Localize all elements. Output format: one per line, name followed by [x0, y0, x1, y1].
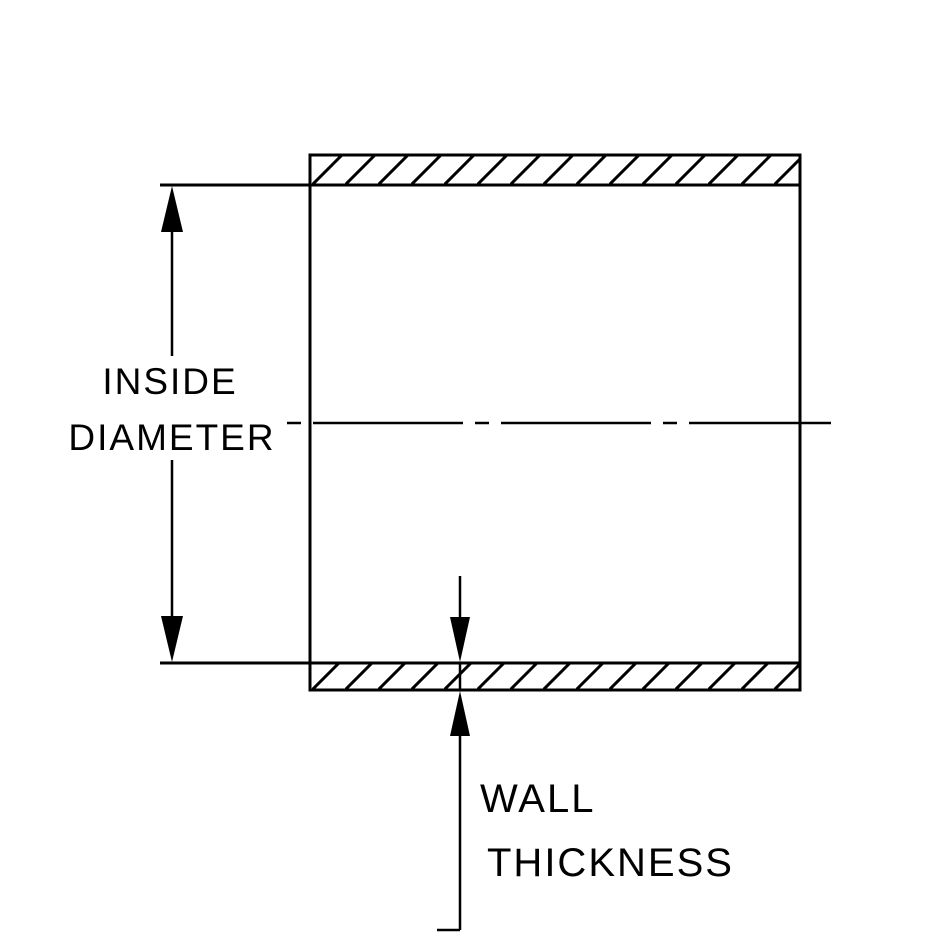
wall-thickness-label-line1: WALL [480, 777, 595, 821]
arrow-down-icon [450, 617, 470, 662]
arrow-up-icon [450, 691, 470, 736]
arrow-up-icon [161, 186, 183, 232]
tube-body [160, 153, 831, 692]
top-wall-hatch [310, 155, 800, 185]
bottom-wall-hatch [310, 662, 800, 690]
wall-thickness-dimension: WALL THICKNESS [437, 576, 734, 932]
inside-diameter-label-line2: DIAMETER [68, 417, 275, 458]
arrow-down-icon [161, 616, 183, 662]
inside-diameter-dimension: INSIDE DIAMETER [66, 186, 278, 662]
label-mask [66, 356, 278, 460]
inside-diameter-label-line1: INSIDE [102, 361, 237, 402]
wall-thickness-label-line2: THICKNESS [487, 841, 734, 885]
